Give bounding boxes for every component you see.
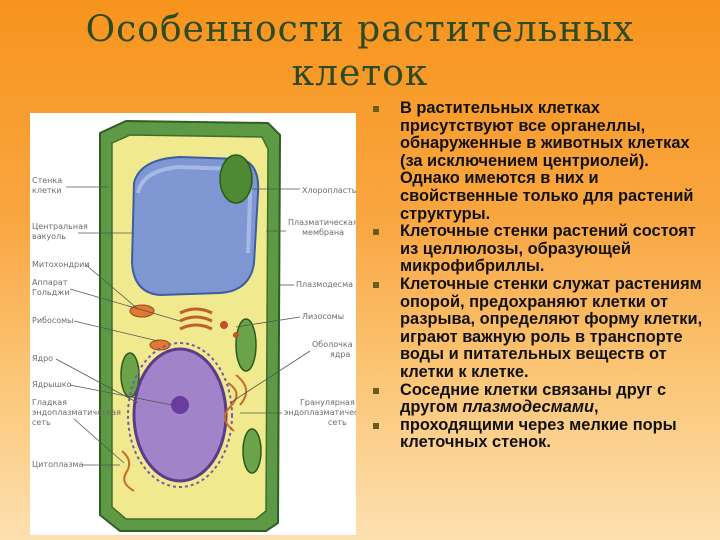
svg-text:Гольджи: Гольджи xyxy=(32,288,70,297)
plant-cell-svg: Стенка клетки Центральная вакуоль Митохо… xyxy=(32,119,373,532)
svg-text:Цитоплазма: Цитоплазма xyxy=(32,460,84,469)
bullet-marker-icon xyxy=(373,422,379,429)
nucleolus xyxy=(171,396,189,414)
bullet-text-before: Соседние клетки связаны друг с другом xyxy=(400,380,667,417)
title-line-1: Особенности растительных xyxy=(85,9,635,50)
list-item: Клеточные стенки растений состоят из цел… xyxy=(372,222,712,276)
bullet-text: Клеточные стенки растений состоят из цел… xyxy=(400,222,696,276)
bullet-text-italic: плазмодесмами xyxy=(462,398,594,417)
bullet-text: Клеточные стенки служат растениям опорой… xyxy=(400,274,703,381)
list-item: проходящими через мелкие поры клеточных … xyxy=(372,415,712,452)
svg-text:Ядро: Ядро xyxy=(32,354,53,363)
bullet-marker-icon xyxy=(373,387,379,394)
list-item: Соседние клетки связаны друг с другом пл… xyxy=(372,380,712,417)
right-leader-lines xyxy=(229,188,311,414)
bullet-text-after: , xyxy=(593,398,599,417)
mitochondrion xyxy=(129,304,155,318)
rough-er xyxy=(223,374,247,432)
svg-text:Стенка: Стенка xyxy=(32,176,62,185)
svg-text:эндоплазматическая: эндоплазматическая xyxy=(32,408,121,417)
bullet-marker-icon xyxy=(373,229,379,236)
nucleus-envelope xyxy=(127,342,233,488)
page-title: Особенности растительных клеток xyxy=(60,8,660,96)
title-line-2: клеток xyxy=(291,53,429,94)
svg-text:клетки: клетки xyxy=(32,186,62,195)
svg-text:Гранулярная: Гранулярная xyxy=(300,398,355,407)
bullet-list: В растительных клетках присутствуют все … xyxy=(372,99,712,452)
svg-text:Плазматическая: Плазматическая xyxy=(288,218,356,227)
svg-text:Хлоропласты: Хлоропласты xyxy=(302,186,356,195)
svg-text:Лизосомы: Лизосомы xyxy=(302,312,344,321)
svg-text:Оболочка: Оболочка xyxy=(312,340,353,349)
chloroplast xyxy=(219,154,253,204)
bullet-text: В растительных клетках присутствуют все … xyxy=(400,99,694,223)
svg-text:Центральная: Центральная xyxy=(32,222,88,231)
list-item: В растительных клетках присутствуют все … xyxy=(372,99,712,223)
bullet-marker-icon xyxy=(373,106,379,112)
svg-text:Плазмодесма: Плазмодесма xyxy=(296,280,353,289)
svg-text:ядра: ядра xyxy=(330,350,350,359)
lysosome xyxy=(220,321,228,329)
plant-cell-diagram: Стенка клетки Центральная вакуоль Митохо… xyxy=(30,113,373,535)
chloroplast xyxy=(235,318,257,372)
svg-text:эндоплазматическая: эндоплазматическая xyxy=(284,408,356,417)
golgi-apparatus xyxy=(179,307,213,331)
lysosome xyxy=(233,332,239,338)
svg-text:мембрана: мембрана xyxy=(302,228,344,237)
list-item: Клеточные стенки служат растениям опорой… xyxy=(372,274,712,382)
svg-text:Митохондрии: Митохондрии xyxy=(32,260,90,269)
svg-text:Ядрышко: Ядрышко xyxy=(32,380,72,389)
nucleus xyxy=(132,347,228,483)
bullet-marker-icon xyxy=(373,281,379,288)
smooth-er xyxy=(121,450,135,492)
bullet-text: проходящими через мелкие поры клеточных … xyxy=(400,415,677,452)
svg-text:Гладкая: Гладкая xyxy=(32,398,67,407)
svg-text:Аппарат: Аппарат xyxy=(32,278,68,287)
chloroplast xyxy=(242,428,262,474)
svg-text:сеть: сеть xyxy=(328,418,347,427)
svg-text:вакуоль: вакуоль xyxy=(32,232,66,241)
svg-text:Рибосомы: Рибосомы xyxy=(32,316,74,325)
left-leader-lines xyxy=(55,186,181,466)
svg-text:сеть: сеть xyxy=(32,418,51,427)
